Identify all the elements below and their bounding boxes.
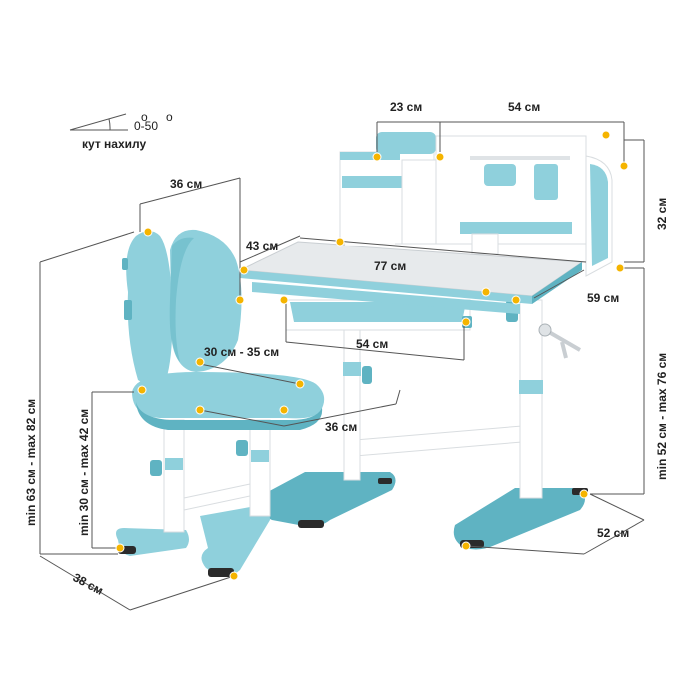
degree-mark-a: o <box>141 110 148 124</box>
cup-holders <box>470 156 570 200</box>
dim-chair-back-width <box>139 177 241 298</box>
dim-desk-shelf-height <box>624 139 645 263</box>
label-chair-seat-depth: 30 см - 35 см <box>204 345 279 359</box>
dim-desk-height <box>590 267 645 495</box>
dim-chair-base-width <box>39 555 235 611</box>
desk-hutch <box>339 132 613 277</box>
label-chair-seat-height: min 30 см - max 42 см <box>77 409 91 536</box>
dim-chair-seat-depth <box>199 363 301 385</box>
chair <box>116 229 325 577</box>
label-desk-height: min 52 см - max 76 см <box>655 353 669 480</box>
chair-seat <box>132 372 325 430</box>
label-desk-top-rear-width: 54 см <box>508 100 540 114</box>
chair-left-post <box>163 419 185 533</box>
label-chair-base-width: 38 см <box>71 570 106 598</box>
dim-chair-seat-width <box>199 389 401 427</box>
chair-backrest <box>122 229 242 384</box>
height-crank-handle <box>538 323 582 359</box>
label-desk-depth: 43 см <box>246 239 278 253</box>
desk-top <box>238 240 584 314</box>
label-desk-shelf-height: 32 см <box>655 198 669 230</box>
chair-left-foot <box>116 528 189 556</box>
desk <box>238 132 613 550</box>
dim-desk-depth <box>239 235 301 263</box>
tilt-angle-icon <box>69 113 128 131</box>
dim-chair-seat-height <box>91 391 134 549</box>
tilt-angle-caption: кут нахилу <box>82 137 146 151</box>
label-chair-back-width: 36 см <box>170 177 202 191</box>
label-desk-base-depth: 52 см <box>597 526 629 540</box>
label-desk-shelf-width: 23 см <box>390 100 422 114</box>
desk-left-knob <box>362 366 372 384</box>
dim-drawer-width <box>285 300 465 361</box>
label-drawer-width: 54 см <box>356 337 388 351</box>
dim-desk-base-depth <box>465 493 645 555</box>
degree-mark-b: o <box>166 110 173 124</box>
chair-right-post <box>249 419 271 517</box>
tilt-angle-value: 0-50 <box>134 119 158 133</box>
dim-desk-side-depth <box>533 269 585 299</box>
label-chair-height: min 63 см - max 82 см <box>24 399 38 526</box>
chair-right-foot <box>200 506 270 577</box>
dim-desk-width <box>299 237 587 263</box>
measurement-markers <box>115 130 629 581</box>
dim-chair-height <box>39 231 135 555</box>
label-desk-side-depth: 59 см <box>587 291 619 305</box>
label-desk-width: 77 см <box>374 259 406 273</box>
desk-left-foot <box>259 472 396 528</box>
label-chair-seat-width: 36 см <box>325 420 357 434</box>
dim-desk-top-widths <box>376 121 625 168</box>
